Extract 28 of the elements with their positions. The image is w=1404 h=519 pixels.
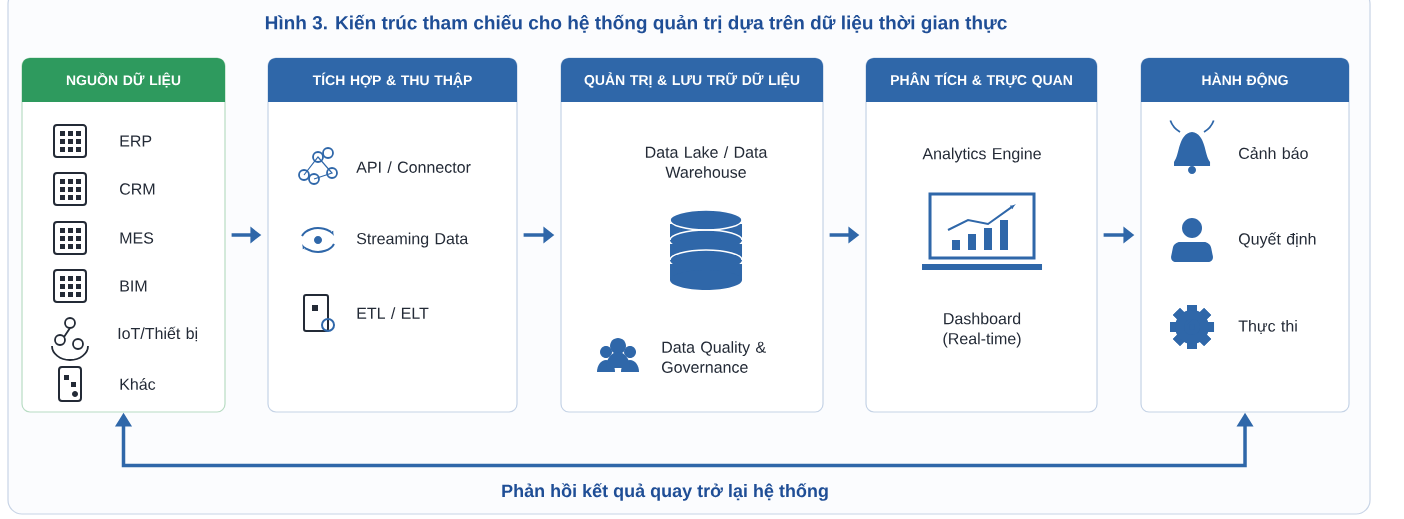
column-header: NGUỒN DỮ LIỆU [22,58,225,102]
item-label: MES [120,232,154,244]
item-label: Cảnh báo [1239,146,1308,160]
item-label: API / Connector [356,161,471,173]
column-header: TÍCH HỢP & THU THẬP [268,58,517,102]
item-label: Data Quality & Governance [662,341,766,373]
item-label: Quyết định [1238,232,1316,248]
item-label: Khác [120,378,156,390]
column-header: PHÂN TÍCH & TRỰC QUAN [866,58,1097,102]
column-panel [267,57,518,413]
column-panel [865,57,1098,413]
item-label: Analytics Engine [922,147,1041,163]
edge-label: Phản hồi kết quả quay trở lại hệ thống [502,483,828,501]
column-header: HÀNH ĐỘNG [1141,58,1349,102]
item-label: ETL / ELT [357,307,429,319]
column-panel [1140,57,1350,413]
item-label: Thực thi [1238,320,1297,334]
column-panel [560,57,824,413]
item-label: Data Lake / Data Warehouse [645,146,768,178]
item-label: Dashboard (Real-time) [943,312,1021,348]
column-panel [21,57,226,413]
item-label: BIM [120,280,147,292]
item-label: ERP [120,135,152,147]
title: Hình 3. Kiến trúc tham chiếu cho hệ thống quản trị dựa trên dữ liệu thời gian thực [265,14,1007,34]
item-label: IoT/Thiết bị [118,326,198,342]
column-header: QUẢN TRỊ & LƯU TRỮ DỮ LIỆU [561,58,823,102]
item-label: CRM [120,183,155,195]
item-label: Streaming Data [356,232,469,248]
